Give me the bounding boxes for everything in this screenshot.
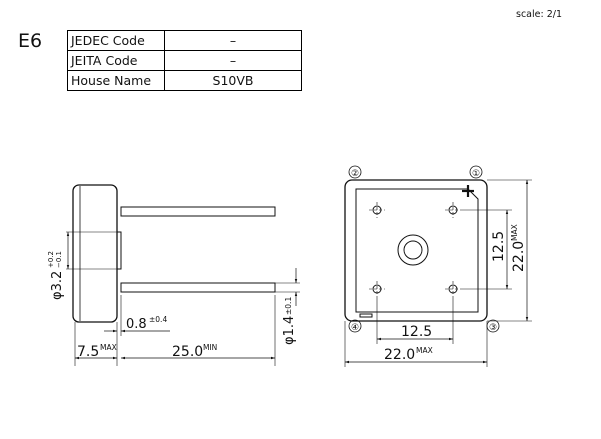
svg-text:MAX: MAX bbox=[510, 224, 519, 241]
plus-polarity-icon bbox=[462, 185, 474, 197]
pin-label-1: ① bbox=[472, 169, 480, 179]
svg-text:MAX: MAX bbox=[416, 346, 433, 355]
pin-hole-2 bbox=[369, 202, 385, 218]
svg-text:φ3.2: φ3.2 bbox=[50, 271, 65, 300]
center-mount-hole bbox=[397, 234, 429, 266]
svg-text:±0.4: ±0.4 bbox=[149, 315, 167, 324]
side-view bbox=[66, 184, 300, 366]
pin-label-4: ④ bbox=[351, 323, 359, 333]
spec-value: S10VB bbox=[164, 70, 302, 91]
svg-text:φ1.4: φ1.4 bbox=[282, 316, 297, 345]
scale-label: scale: 2/1 bbox=[516, 9, 562, 20]
pin4-mark bbox=[359, 313, 373, 318]
spec-table: JEDEC Code – JEITA Code – House Name S10… bbox=[67, 30, 302, 91]
side-dim-lead-dia: φ1.4 ±0.1 bbox=[282, 297, 297, 345]
top-dim-width-total: 22.0 MAX bbox=[384, 346, 433, 363]
top-view bbox=[344, 165, 532, 367]
pin-label-3: ③ bbox=[489, 323, 497, 333]
top-dim-pitch-v: 12.5 bbox=[491, 231, 507, 262]
svg-text:22.0: 22.0 bbox=[384, 347, 415, 363]
side-lead-lower bbox=[120, 282, 276, 293]
side-dim-body-thickness: 7.5 MAX bbox=[77, 343, 117, 360]
svg-text:22.0: 22.0 bbox=[511, 241, 527, 272]
package-code: E6 bbox=[18, 30, 43, 52]
top-dim-height-total: 22.0 MAX bbox=[510, 224, 527, 272]
svg-text:+0.2: +0.2 bbox=[47, 251, 55, 268]
svg-text:MAX: MAX bbox=[100, 343, 117, 352]
side-lead-upper bbox=[120, 206, 276, 217]
spec-label: House Name bbox=[67, 70, 165, 91]
pin-label-2: ② bbox=[351, 169, 359, 179]
spec-row-house: House Name S10VB bbox=[67, 70, 302, 91]
top-dim-pitch-h: 12.5 bbox=[401, 324, 432, 340]
spec-label: JEITA Code bbox=[67, 50, 165, 71]
side-dim-body-dia: φ3.2 +0.2 −0.1 bbox=[47, 251, 65, 300]
svg-text:7.5: 7.5 bbox=[77, 344, 99, 360]
pin-hole-4 bbox=[369, 281, 385, 297]
svg-text:0.8: 0.8 bbox=[126, 317, 147, 332]
svg-text:±0.1: ±0.1 bbox=[284, 297, 293, 315]
top-body-outer bbox=[344, 179, 488, 322]
spec-row-jeita: JEITA Code – bbox=[67, 50, 302, 71]
side-dim-lead-length: 25.0 MIN bbox=[172, 343, 217, 360]
spec-label: JEDEC Code bbox=[67, 30, 165, 51]
pin-hole-1 bbox=[445, 202, 461, 218]
spec-row-jedec: JEDEC Code – bbox=[67, 30, 302, 51]
svg-text:−0.1: −0.1 bbox=[55, 251, 63, 268]
side-standoff bbox=[116, 231, 122, 270]
svg-text:25.0: 25.0 bbox=[172, 344, 203, 360]
svg-text:MIN: MIN bbox=[203, 343, 217, 352]
pin-hole-3 bbox=[445, 281, 461, 297]
side-dim-standoff: 0.8 ±0.4 bbox=[126, 315, 167, 332]
top-body-inner bbox=[355, 188, 479, 313]
